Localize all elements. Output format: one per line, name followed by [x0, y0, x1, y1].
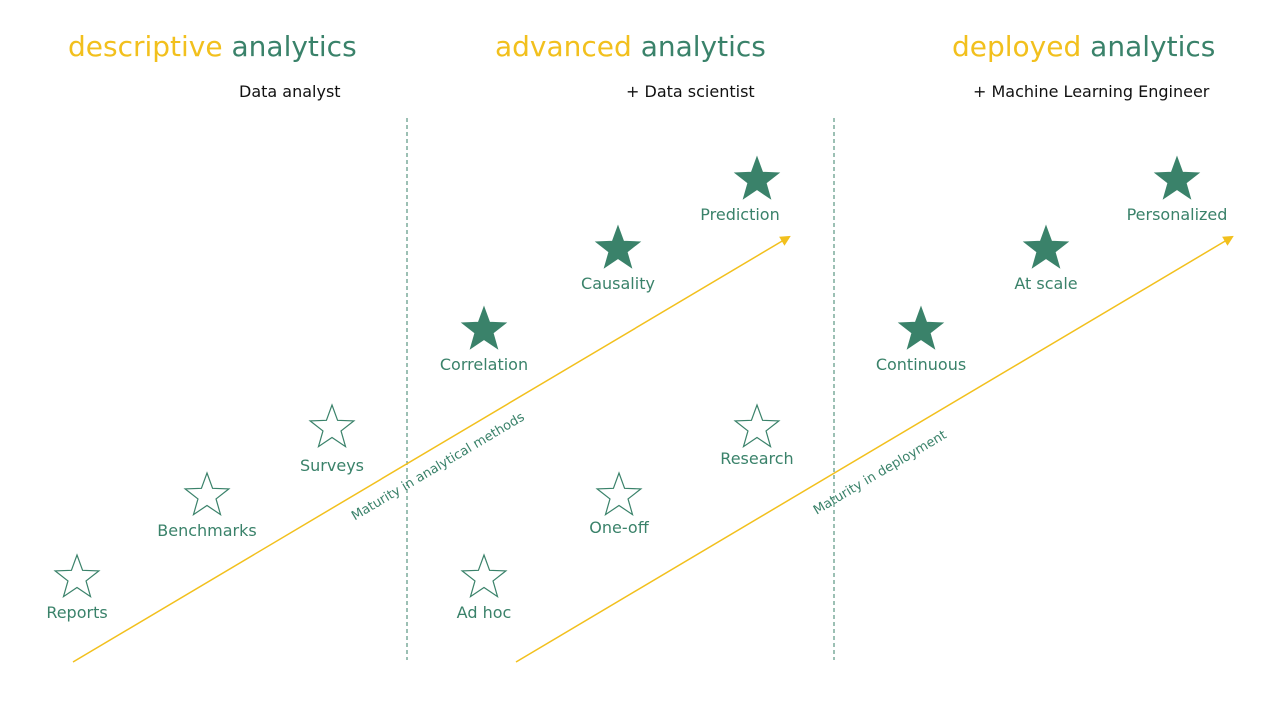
heading-analytics-word: analytics: [1090, 30, 1216, 63]
star-label-personalized: Personalized: [1126, 205, 1228, 224]
star-outline-icon: [460, 553, 508, 599]
star-filled-icon: [594, 224, 642, 269]
role-data-scientist: + Data scientist: [626, 82, 755, 101]
star-filled-icon: [1153, 155, 1201, 200]
star-label-surveys: Surveys: [300, 456, 364, 475]
heading-analytics-word: analytics: [640, 30, 766, 63]
stars-group: [53, 155, 1201, 599]
star-label-reports: Reports: [46, 603, 108, 622]
heading-keyword: advanced: [495, 30, 632, 63]
star-label-causality: Causality: [581, 274, 655, 293]
arrow-label-deployment: Maturity in deployment: [811, 428, 949, 519]
star-label-benchmarks: Benchmarks: [157, 521, 257, 540]
star-outline-icon: [595, 471, 643, 517]
arrow-analytical-methods: [72, 235, 791, 663]
star-filled-icon: [733, 155, 781, 200]
arrow-deployment: [515, 235, 1234, 663]
heading-keyword: deployed: [952, 30, 1082, 63]
star-label-research: Research: [720, 449, 794, 468]
star-outline-icon: [183, 471, 231, 517]
role-ml-engineer: + Machine Learning Engineer: [973, 82, 1210, 101]
star-label-at-scale: At scale: [1014, 274, 1078, 293]
heading-keyword: descriptive: [68, 30, 223, 63]
heading-deployed: deployed analytics: [952, 30, 1215, 63]
heading-advanced: advanced analytics: [495, 30, 766, 63]
star-label-ad-hoc: Ad hoc: [456, 603, 512, 622]
heading-descriptive: descriptive analytics: [68, 30, 357, 63]
star-label-correlation: Correlation: [439, 355, 529, 374]
star-outline-icon: [53, 553, 101, 599]
star-filled-icon: [1022, 224, 1070, 269]
heading-analytics-word: analytics: [231, 30, 357, 63]
star-filled-icon: [897, 305, 945, 350]
star-outline-icon: [308, 403, 356, 449]
role-data-analyst: Data analyst: [239, 82, 341, 101]
star-label-continuous: Continuous: [875, 355, 967, 374]
star-label-prediction: Prediction: [700, 205, 780, 224]
star-label-one-off: One-off: [589, 518, 649, 537]
star-filled-icon: [460, 305, 508, 350]
star-outline-icon: [733, 403, 781, 449]
